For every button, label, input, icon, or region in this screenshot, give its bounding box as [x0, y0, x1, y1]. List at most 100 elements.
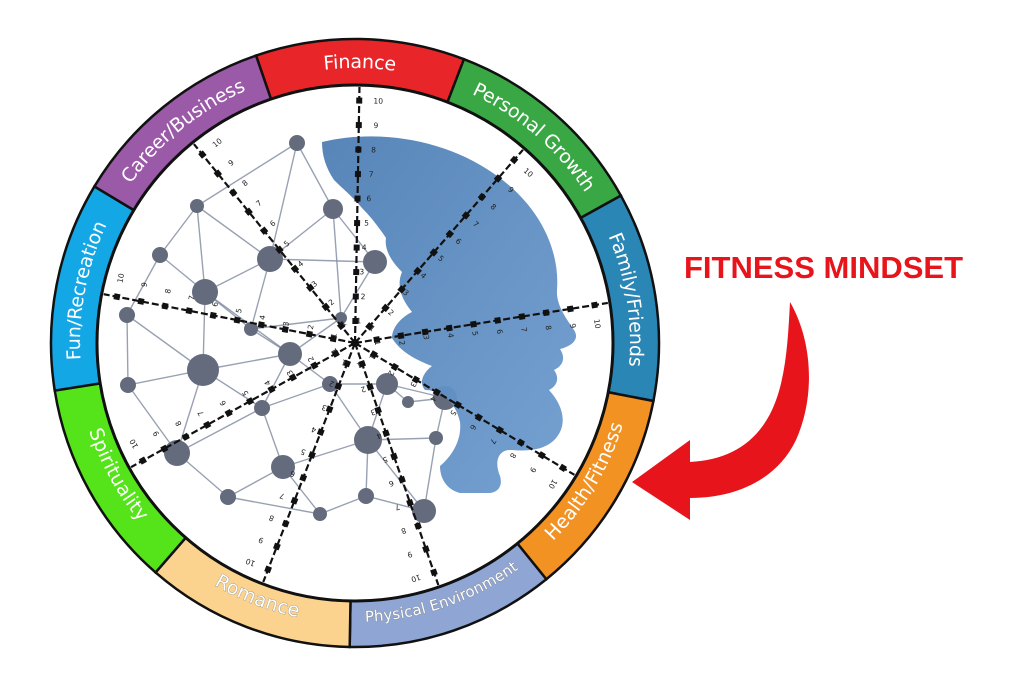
tick-mark: [474, 413, 483, 422]
tick-mark: [461, 211, 471, 220]
tick-mark: [353, 268, 360, 276]
tick-label: 8: [371, 145, 376, 154]
tick-mark: [160, 444, 169, 453]
tick-label: 3: [401, 288, 411, 298]
tick-label: 5: [436, 254, 446, 264]
tick-label: 5: [448, 409, 458, 418]
tick-mark: [366, 383, 374, 391]
tick-mark: [185, 307, 193, 315]
network-node: [152, 247, 168, 263]
tick-mark: [397, 285, 406, 294]
tick-label: 2: [361, 292, 366, 301]
tick-label: 3: [285, 368, 295, 377]
tick-mark: [213, 169, 223, 178]
network-node: [402, 396, 414, 408]
tick-mark: [470, 320, 477, 328]
tick-label: 8: [267, 513, 275, 523]
tick-mark: [290, 496, 299, 505]
tick-label: 5: [234, 307, 244, 314]
tick-label: 4: [262, 378, 272, 387]
tick-mark: [353, 244, 360, 251]
tick-mark: [494, 316, 502, 324]
tick-label: 9: [406, 549, 414, 559]
network-node: [254, 400, 270, 416]
network-node: [313, 507, 327, 521]
network-node: [376, 373, 398, 395]
tick-label: 4: [375, 431, 383, 441]
tick-mark: [537, 451, 546, 460]
tick-mark: [310, 361, 319, 370]
network-node: [190, 199, 204, 213]
tick-mark: [264, 565, 272, 574]
tick-mark: [397, 332, 405, 340]
tick-mark: [429, 248, 438, 257]
tick-label: 8: [240, 178, 250, 188]
tick-mark: [281, 519, 290, 528]
network-node: [220, 489, 236, 505]
network-node: [358, 488, 374, 504]
tick-mark: [453, 400, 462, 409]
network-node: [257, 246, 283, 272]
tick-label: 5: [240, 389, 250, 398]
tick-mark: [329, 335, 337, 343]
tick-mark: [299, 474, 308, 482]
tick-mark: [267, 385, 276, 394]
tick-mark: [373, 336, 381, 343]
tick-mark: [161, 302, 169, 310]
tick-label: 10: [410, 572, 422, 584]
tick-label: 6: [495, 329, 505, 335]
tick-mark: [308, 451, 316, 459]
tick-label: 10: [592, 318, 602, 329]
tick-label: 2: [306, 324, 316, 331]
tick-label: 8: [508, 451, 518, 460]
network-node: [244, 322, 258, 336]
tick-mark: [352, 317, 359, 325]
tick-label: 1: [329, 346, 339, 355]
tick-label: 6: [218, 399, 228, 408]
tick-mark: [113, 293, 121, 301]
tick-label: 4: [310, 425, 318, 435]
tick-mark: [495, 425, 504, 435]
network-node: [354, 426, 382, 454]
tick-mark: [331, 349, 340, 358]
tick-label: 9: [151, 429, 161, 438]
neural-network-icon: [119, 135, 457, 523]
tick-mark: [281, 325, 289, 333]
tick-label: 6: [210, 301, 220, 308]
network-node: [164, 440, 190, 466]
tick-label: 7: [254, 198, 264, 208]
tick-label: 8: [163, 288, 173, 295]
tick-mark: [477, 192, 487, 202]
tick-label: 10: [116, 272, 127, 283]
network-node: [289, 135, 305, 151]
tick-mark: [259, 226, 269, 235]
tick-mark: [413, 266, 422, 276]
tick-label: 3: [310, 279, 320, 289]
tick-label: 7: [471, 219, 481, 229]
network-node: [192, 279, 218, 305]
tick-mark: [229, 188, 238, 197]
tick-label: 2: [306, 355, 316, 364]
tick-label: 6: [454, 236, 464, 246]
tick-label: 9: [528, 465, 538, 474]
tick-mark: [411, 375, 420, 384]
fitness-mindset-callout: FITNESS MINDSET: [684, 250, 964, 285]
tick-mark: [138, 456, 147, 465]
tick-label: 6: [468, 423, 478, 432]
tick-label: 6: [387, 478, 395, 488]
tick-label: 4: [419, 271, 429, 281]
tick-label: 9: [140, 281, 150, 288]
tick-label: 7: [278, 491, 286, 501]
tick-mark: [233, 316, 241, 324]
tick-label: 4: [446, 332, 456, 338]
tick-label: 2: [386, 308, 396, 318]
network-node: [120, 377, 136, 393]
network-node: [323, 199, 343, 219]
network-node: [363, 250, 387, 274]
network-node: [335, 312, 347, 324]
tick-label: 3: [281, 321, 291, 328]
tick-label: 3: [320, 402, 328, 412]
